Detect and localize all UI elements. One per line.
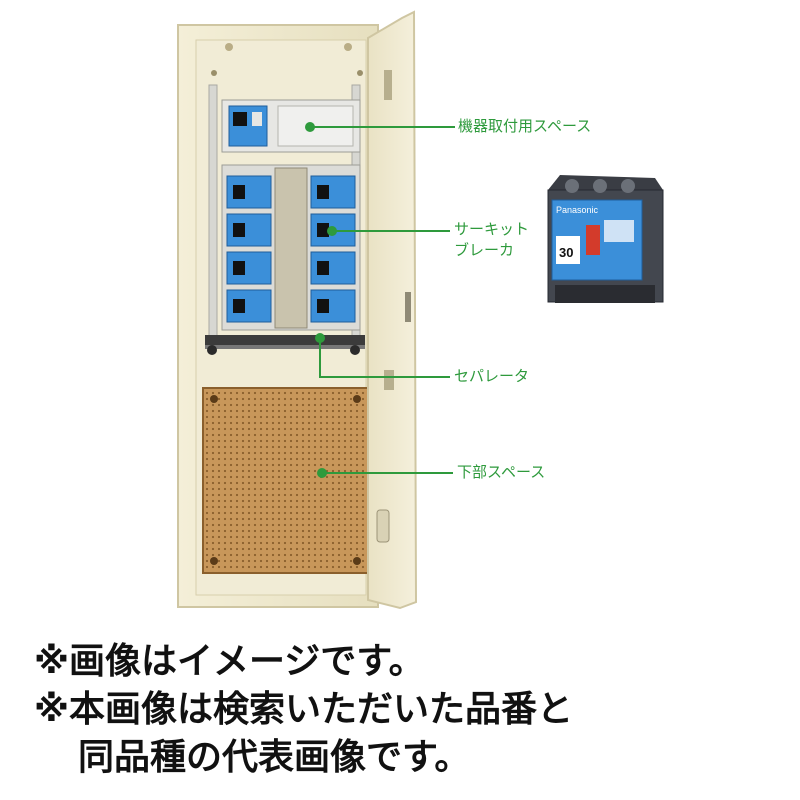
- distribution-board-illustration: Panasonic 30: [177, 10, 664, 610]
- breaker-switch: [233, 223, 245, 237]
- callout-separator: セパレータ: [454, 367, 530, 385]
- breaker-switch: [317, 185, 329, 199]
- breaker-switch: [317, 299, 329, 313]
- breaker-switch: [317, 223, 329, 237]
- breaker-brand-text: Panasonic: [556, 205, 599, 215]
- breaker-switch: [233, 299, 245, 313]
- note-line-1: ※画像はイメージです。: [34, 641, 425, 682]
- breaker-product-photo: Panasonic 30: [547, 175, 664, 303]
- breaker-switch: [233, 261, 245, 275]
- note-line-3: 同品種の代表画像です。: [78, 737, 471, 778]
- note-line-2: ※本画像は検索いただいた品番と: [34, 689, 573, 730]
- callout-device-space: 機器取付用スペース: [458, 117, 592, 135]
- lower-space-board: [202, 387, 369, 574]
- breaker-switch: [317, 261, 329, 275]
- callout-lower-space: 下部スペース: [457, 463, 546, 481]
- circuit-breaker-bank: [221, 164, 361, 331]
- breaker-rating-text: 30: [559, 245, 573, 260]
- callout-circuit-breaker-line2: ブレーカ: [454, 241, 515, 259]
- breaker-switch: [233, 185, 245, 199]
- leader-lines: [310, 126, 455, 474]
- callout-circuit-breaker: サーキット ブレーカ: [454, 219, 529, 261]
- breaker-module: [226, 251, 272, 285]
- image-notes: ※画像はイメージです。 ※本画像は検索いただいた品番と 同品種の代表画像です。: [34, 638, 794, 782]
- cabinet-door: [367, 10, 418, 610]
- callout-circuit-breaker-line1: サーキット: [454, 220, 530, 238]
